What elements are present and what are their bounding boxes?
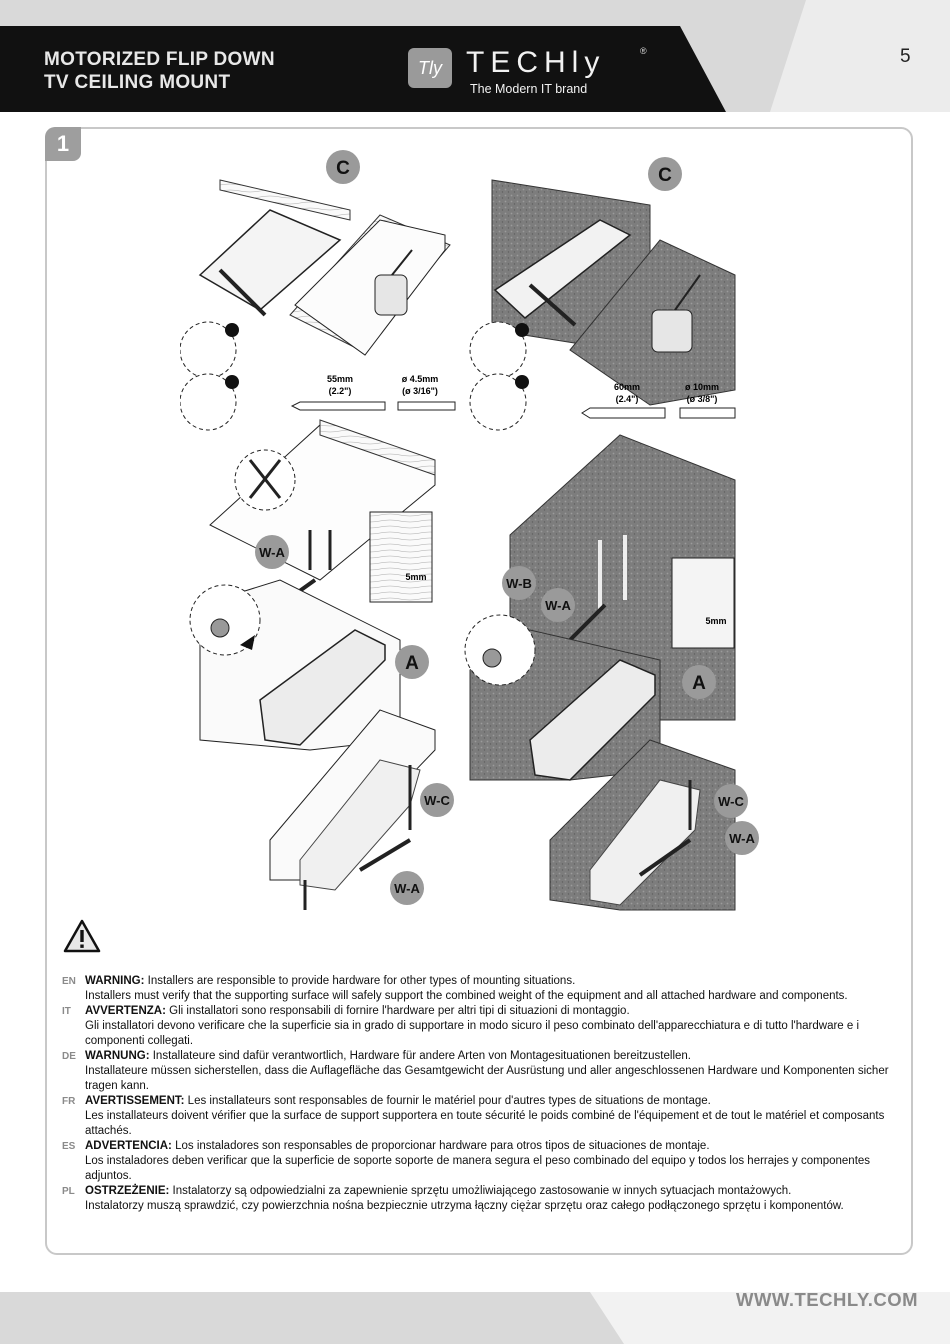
lang-code: EN — [62, 976, 76, 987]
warning-heading: WARNUNG: — [85, 1050, 150, 1062]
svg-text:C: C — [336, 158, 350, 179]
wood-ceiling-panel-1 — [198, 179, 451, 356]
warning-text: Les installateurs sont responsables de f… — [187, 1095, 711, 1107]
callout-wa-left-bottom: W-A — [390, 871, 424, 905]
warning-heading: AVERTISSEMENT: — [85, 1095, 185, 1107]
svg-text:A: A — [692, 673, 706, 694]
callout-c-left: C — [326, 150, 360, 184]
callout-wa-1: W-A — [255, 535, 289, 569]
title-line-2: TV CEILING MOUNT — [44, 72, 231, 93]
techly-logo: Tly TECHly ® The Modern IT brand — [408, 44, 648, 104]
warning-en: EN WARNING: Installers are responsible t… — [62, 974, 892, 1004]
installation-illustration: 55mm (2.2") ø 4.5mm (ø 3/16") 5mm — [180, 150, 759, 911]
svg-text:W-A: W-A — [394, 881, 420, 896]
lang-code: IT — [62, 1006, 71, 1017]
warning-text-2: Les installateurs doivent vérifier que l… — [85, 1110, 885, 1137]
lang-code: PL — [62, 1186, 75, 1197]
warning-text-2: Installers must verify that the supporti… — [85, 990, 848, 1002]
svg-text:W-A: W-A — [259, 545, 285, 560]
warning-text: Los instaladores son responsables de pro… — [175, 1140, 710, 1152]
callout-wc-left: W-C — [420, 783, 454, 817]
warning-text-2: Instalatorzy muszą sprawdzić, czy powier… — [85, 1200, 844, 1212]
warning-text: Installateure sind dafür verantwortlich,… — [152, 1050, 691, 1062]
warning-fr: FR AVERTISSEMENT: Les installateurs sont… — [62, 1094, 892, 1139]
footer-website-link[interactable]: WWW.TECHLY.COM — [736, 1289, 919, 1310]
warning-heading: OSTRZEŻENIE: — [85, 1185, 170, 1197]
bracket-left-bottom — [269, 709, 436, 910]
warning-text: Instalatorzy są odpowiedzialni za zapewn… — [172, 1185, 792, 1197]
warning-text-2: Gli installatori devono verificare che l… — [85, 1020, 860, 1047]
callout-a-right: A — [682, 665, 716, 699]
warning-de: DE WARNUNG: Installateure sind dafür ver… — [62, 1049, 892, 1094]
warning-text-2: Installateure müssen sicherstellen, dass… — [85, 1065, 889, 1092]
logo-mark: Tly — [408, 48, 452, 88]
lang-code: ES — [62, 1141, 76, 1152]
callout-wa-2: W-A — [541, 588, 575, 622]
document-title: MOTORIZED FLIP DOWN TV CEILING MOUNT — [44, 48, 275, 94]
svg-text:A: A — [405, 653, 419, 674]
warning-text-2: Los instaladores deben verificar que la … — [85, 1155, 871, 1182]
bracket-right-bottom — [549, 739, 736, 911]
bracket-left — [189, 579, 401, 751]
warning-it: IT AVVERTENZA: Gli installatori sono res… — [62, 1004, 892, 1049]
page-number: 5 — [900, 46, 911, 67]
callout-wa-right-bottom: W-A — [725, 821, 759, 855]
dim-right-bit-in: (ø 3/8") — [687, 394, 718, 404]
warning-heading: WARNING: — [85, 975, 145, 987]
logo-tagline: The Modern IT brand — [470, 82, 588, 96]
dim-left-depth-in: (2.2") — [329, 386, 352, 396]
warning-heading: AVVERTENZA: — [85, 1005, 166, 1017]
header-bar — [0, 26, 726, 112]
content-frame — [45, 127, 913, 1255]
svg-text:C: C — [658, 165, 672, 186]
dim-gap-left: 5mm — [405, 572, 426, 582]
dim-left-bit: ø 4.5mm — [402, 374, 439, 384]
callout-wc-right: W-C — [714, 784, 748, 818]
warning-pl: PL OSTRZEŻENIE: Instalatorzy są odpowied… — [62, 1184, 892, 1214]
dim-right-depth-in: (2.4") — [616, 394, 639, 404]
step-number-badge: 1 — [45, 127, 81, 161]
svg-text:W-B: W-B — [506, 576, 532, 591]
header-accent — [770, 0, 950, 112]
callout-c-right: C — [648, 157, 682, 191]
drill-depth-left: 55mm (2.2") ø 4.5mm (ø 3/16") — [290, 374, 456, 411]
svg-text:W-C: W-C — [424, 793, 450, 808]
drill-depth-right: 60mm (2.4") ø 10mm (ø 3/8") — [581, 382, 736, 419]
logo-wordmark: TECHly — [466, 46, 606, 79]
bracket-right — [464, 614, 661, 781]
dim-right-bit: ø 10mm — [685, 382, 719, 392]
title-line-1: MOTORIZED FLIP DOWN — [44, 49, 275, 70]
warning-text: Installers are responsible to provide ha… — [147, 975, 576, 987]
lang-code: FR — [62, 1096, 76, 1107]
warning-es: ES ADVERTENCIA: Los instaladores son res… — [62, 1139, 892, 1184]
dim-left-bit-in: (ø 3/16") — [402, 386, 438, 396]
logo-registered: ® — [640, 46, 647, 56]
dim-left-depth: 55mm — [327, 374, 353, 384]
warning-icon — [63, 919, 101, 953]
lang-code: DE — [62, 1051, 76, 1062]
detail-circles-right — [469, 321, 529, 431]
concrete-ceiling-panel-1 — [491, 179, 736, 406]
dim-right-depth: 60mm — [614, 382, 640, 392]
warnings-list: EN WARNING: Installers are responsible t… — [62, 974, 892, 1214]
svg-text:W-A: W-A — [729, 831, 755, 846]
svg-text:W-A: W-A — [545, 598, 571, 613]
callout-a-left: A — [395, 645, 429, 679]
warning-heading: ADVERTENCIA: — [85, 1140, 172, 1152]
footer-bar — [0, 1292, 624, 1344]
wood-ceiling-panel-2: 5mm — [209, 419, 436, 607]
warning-text: Gli installatori sono responsabili di fo… — [169, 1005, 630, 1017]
dim-gap-right: 5mm — [705, 616, 726, 626]
callout-wb: W-B — [502, 566, 536, 600]
svg-text:W-C: W-C — [718, 794, 744, 809]
detail-circles-left — [180, 321, 239, 431]
